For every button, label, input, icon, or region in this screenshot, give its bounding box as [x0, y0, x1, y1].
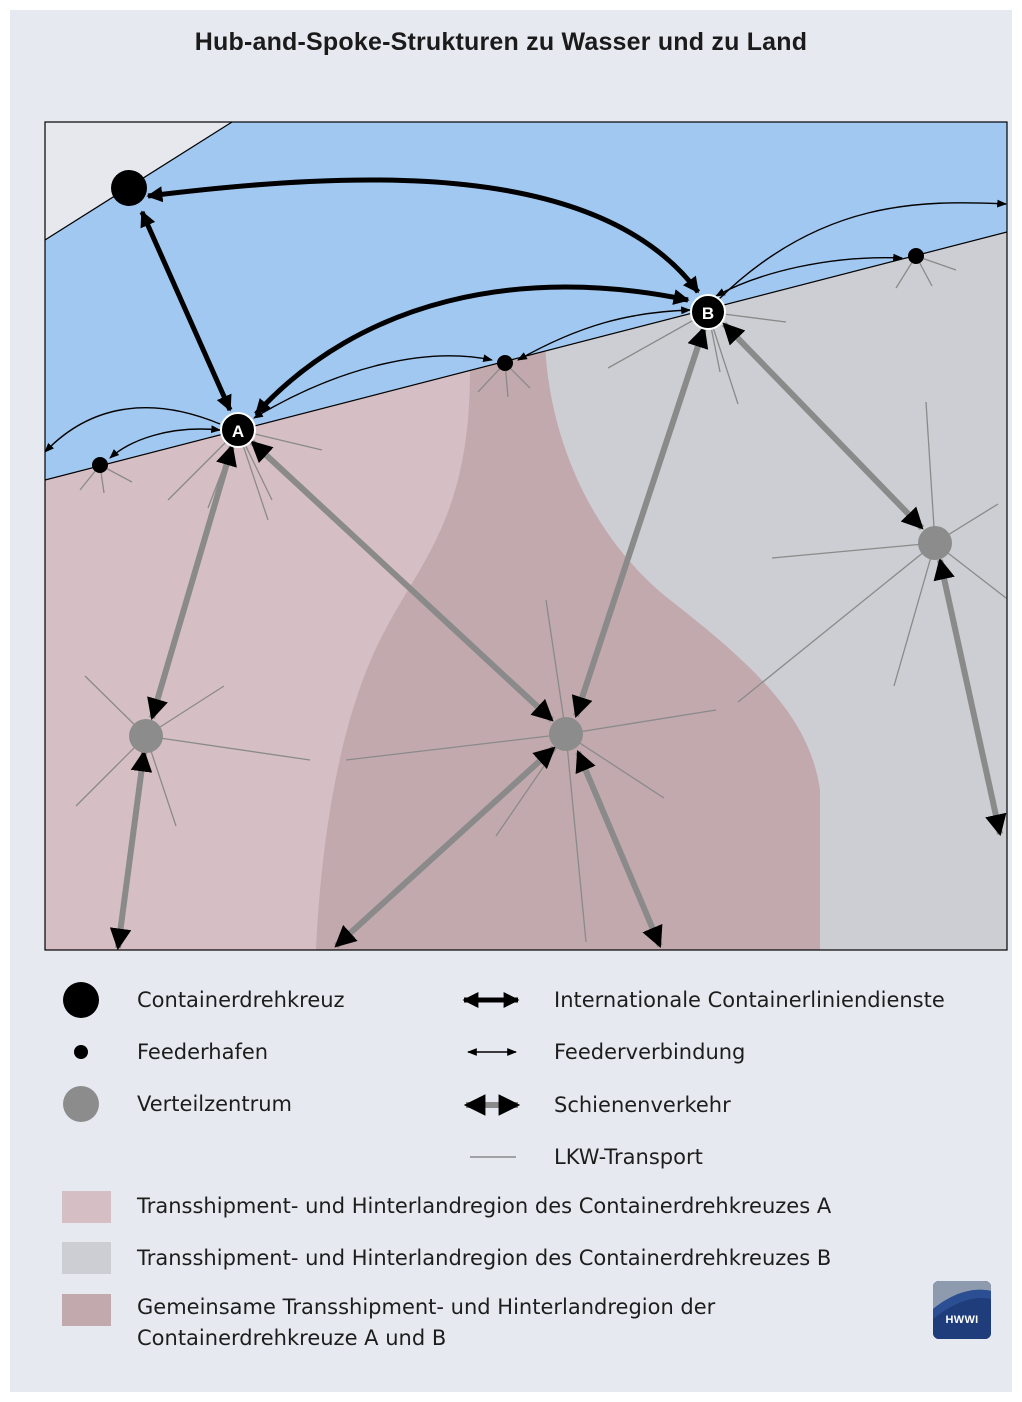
- legend-region-b-swatch: [62, 1242, 111, 1274]
- legend-truck-label: LKW-Transport: [554, 1145, 703, 1169]
- legend-international-label: Internationale Containerliniendienste: [554, 988, 945, 1012]
- legend-region-shared-label: Gemeinsame Transshipment- und Hinterland…: [137, 1295, 716, 1350]
- legend-region-a-label: Transshipment- und Hinterlandregion des …: [137, 1194, 832, 1218]
- legend-hub-label: Containerdrehkreuz: [137, 988, 345, 1012]
- rail-lines: [109, 321, 1007, 950]
- legend-region-b-label: Transshipment- und Hinterlandregion des …: [137, 1246, 832, 1270]
- legend-region-a-swatch: [62, 1191, 111, 1223]
- distribution-center-middle: [549, 717, 583, 751]
- hwwi-logo-shape: [933, 1281, 991, 1339]
- feeder-port-middle: [497, 355, 513, 371]
- feeder-lines-open: [45, 199, 1007, 453]
- map-border: [44, 121, 1008, 951]
- legend-distribution-symbol: [63, 1086, 99, 1122]
- legend-feeder-link-label: Feederverbindung: [554, 1040, 746, 1064]
- legend-feeder-symbol: [74, 1045, 88, 1059]
- hwwi-logo: HWWI: [933, 1281, 991, 1339]
- map-area: [45, 122, 1007, 950]
- international-lines: [139, 177, 701, 416]
- hwwi-logo-text: HWWI: [945, 1314, 979, 1326]
- distribution-center-right: [918, 526, 952, 560]
- feeder-port-west: [92, 457, 108, 473]
- hub-b: [690, 294, 726, 330]
- hub-b-label: B: [702, 304, 714, 323]
- diagram-title: Hub-and-Spoke-Strukturen zu Wasser und z…: [194, 28, 808, 56]
- hub-a-label: A: [232, 422, 244, 441]
- hub-a: [220, 412, 256, 448]
- legend-symbols: [62, 982, 521, 1326]
- feeder-port-east: [908, 248, 924, 264]
- legend-hub-symbol: [63, 982, 99, 1018]
- legend-region-shared-swatch: [62, 1294, 111, 1326]
- hub-north: [111, 170, 147, 206]
- legend-rail-label: Schienenverkehr: [554, 1093, 731, 1117]
- legend-distribution-label: Verteilzentrum: [137, 1092, 292, 1116]
- distribution-center-left: [129, 719, 163, 753]
- legend-feeder-label: Feederhafen: [137, 1040, 269, 1064]
